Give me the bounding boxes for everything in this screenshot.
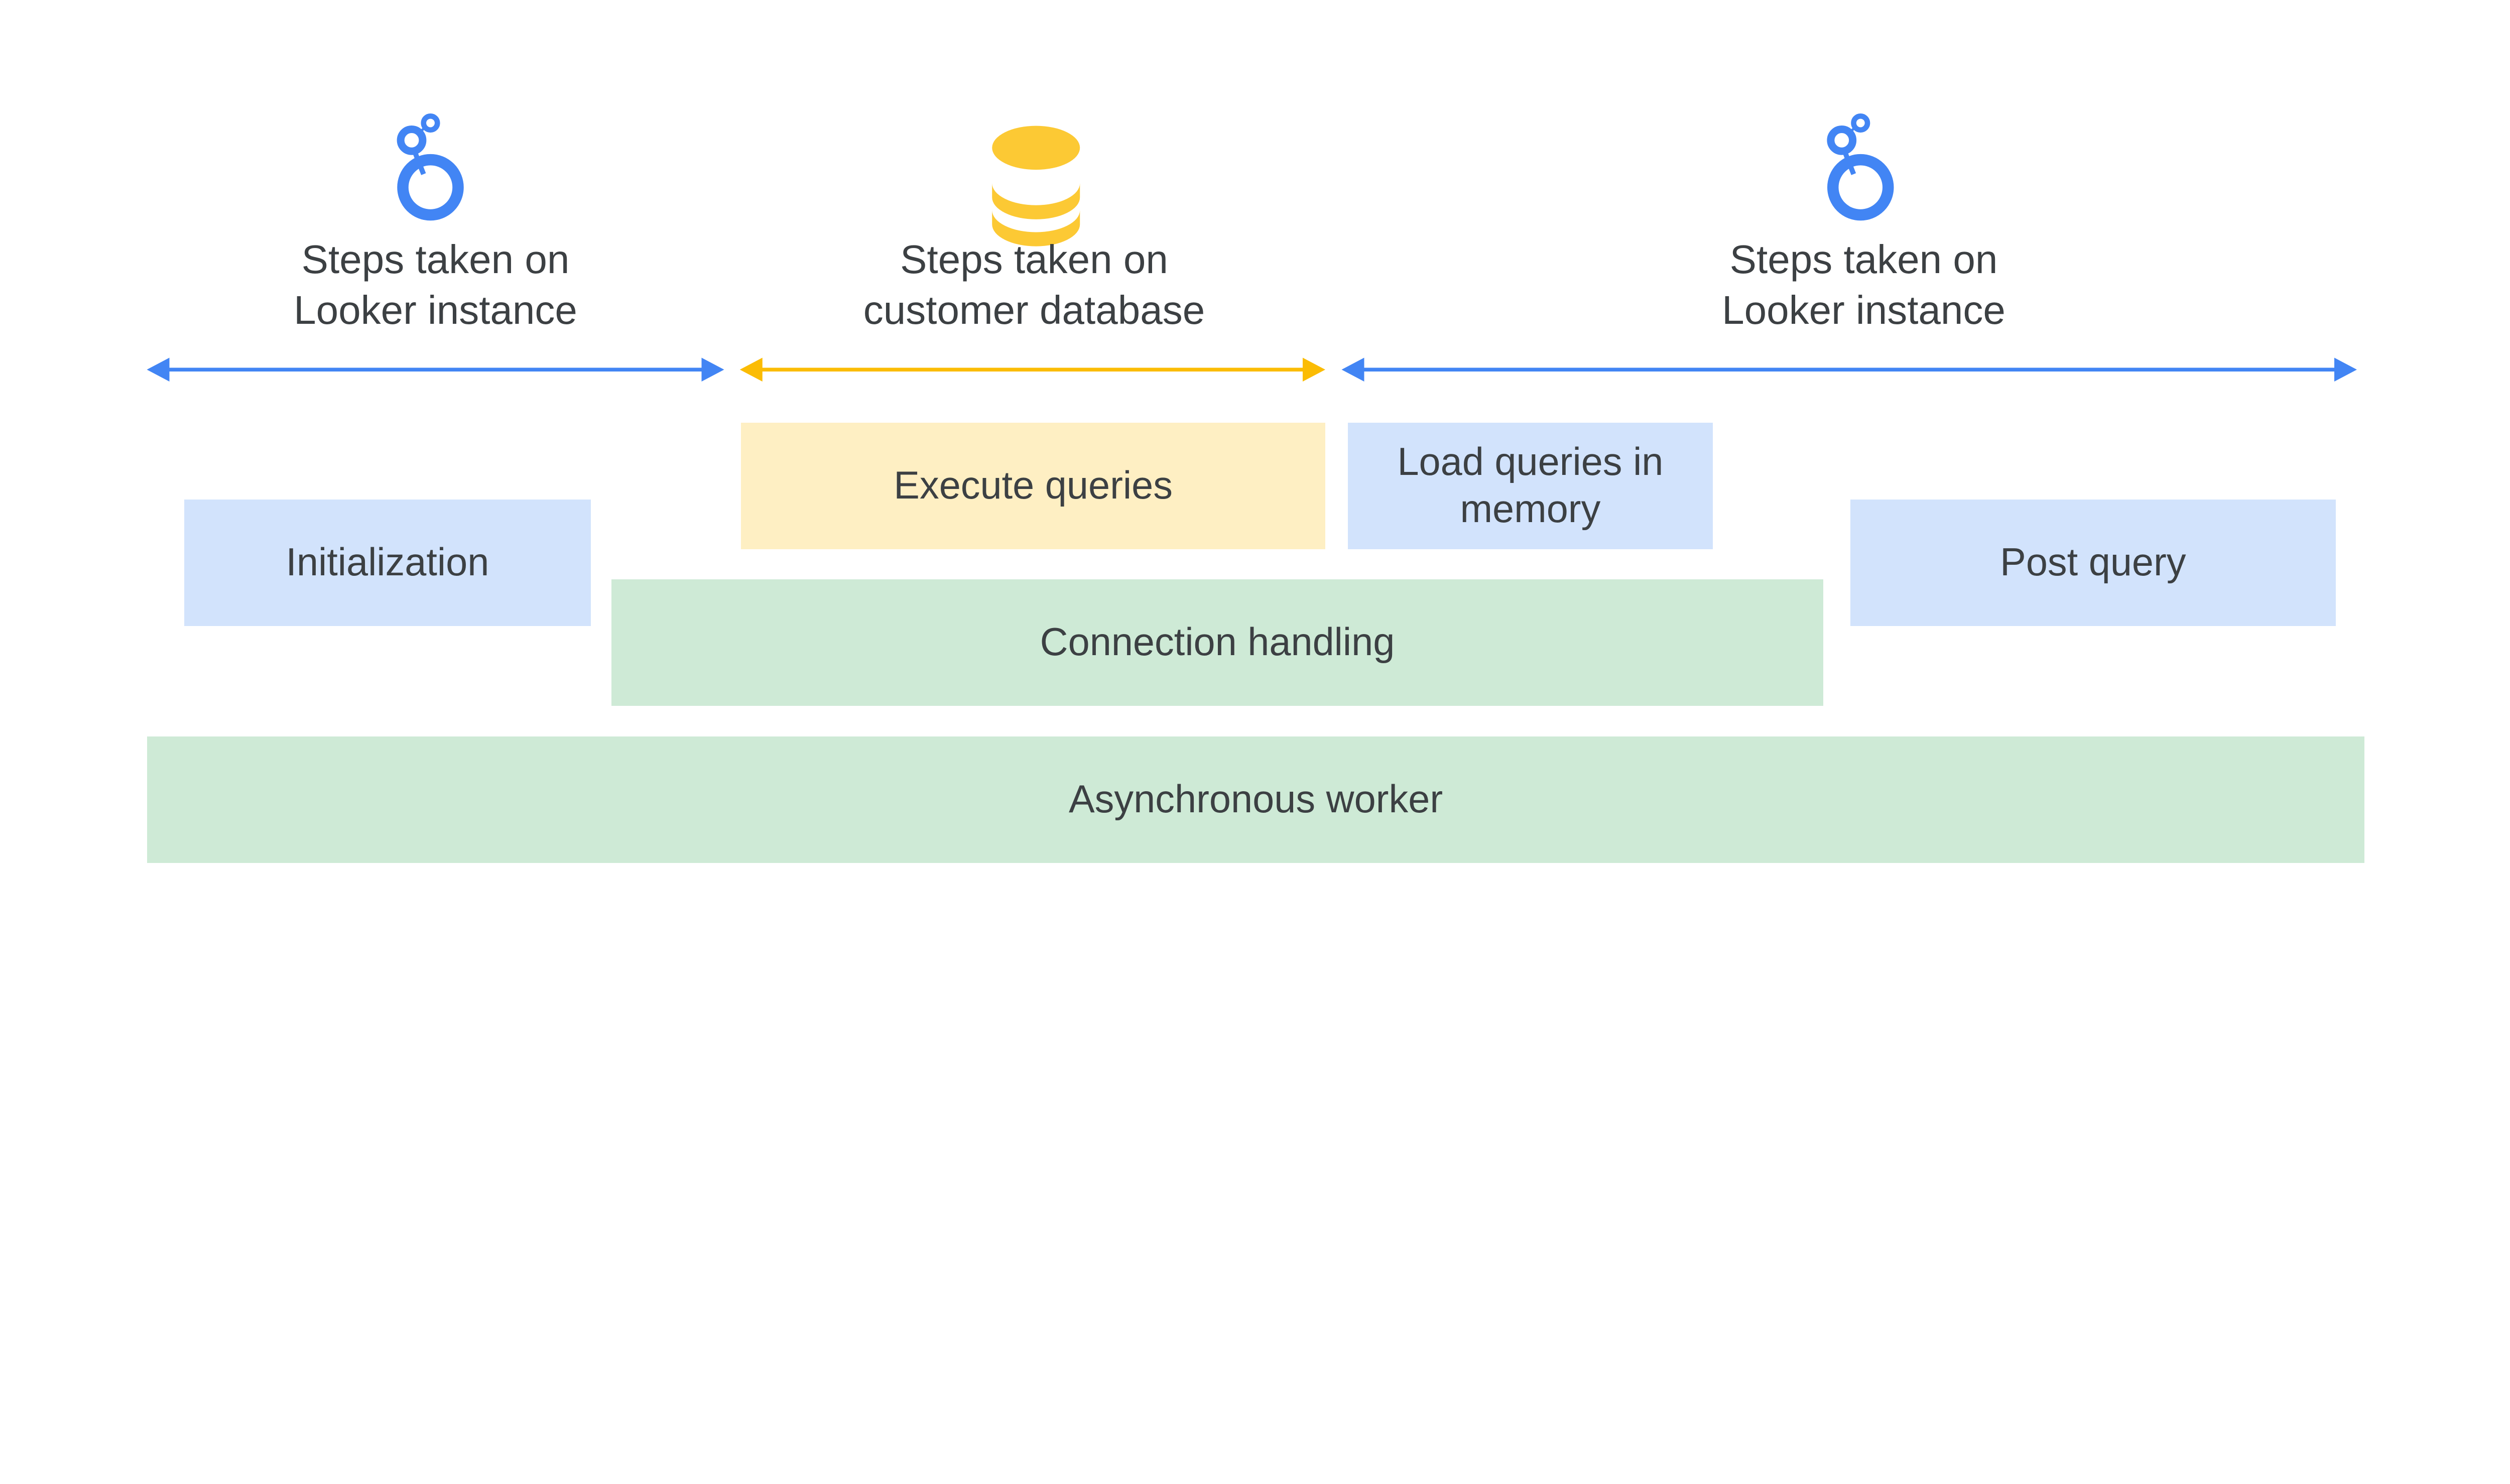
box-label: Connection handling (1040, 621, 1395, 664)
header-line: customer database (863, 287, 1205, 332)
box-label: Load queries in (1397, 440, 1664, 484)
header-looker-left: Steps taken on Looker instance (138, 234, 734, 336)
header-line: Looker instance (294, 287, 577, 332)
initialization-box: Initialization (184, 500, 591, 626)
database-icon (992, 126, 1080, 246)
arrow-customer-database (739, 357, 1325, 382)
header-customer-database: Steps taken on customer database (736, 234, 1332, 336)
load-queries-box: Load queries in memory (1348, 422, 1713, 549)
box-label: Execute queries (894, 463, 1173, 507)
connection-handling-box: Connection handling (611, 579, 1823, 706)
header-looker-right: Steps taken on Looker instance (1566, 234, 2162, 336)
box-label: memory (1460, 487, 1601, 531)
header-line: Steps taken on (900, 236, 1168, 282)
box-label: Post query (2000, 541, 2186, 584)
header-line: Steps taken on (1729, 236, 1998, 282)
header-line: Looker instance (1722, 287, 2005, 332)
box-label: Asynchronous worker (1068, 777, 1443, 821)
box-label: Initialization (286, 541, 489, 584)
post-query-box: Post query (1850, 500, 2336, 626)
arrow-looker-left (147, 357, 724, 382)
looker-logo-icon (1827, 113, 1894, 221)
header-line: Steps taken on (301, 236, 570, 282)
diagram: Steps taken on Looker instance Steps tak… (138, 113, 2364, 863)
arrow-looker-right (1341, 357, 2357, 382)
diagram-graphics (147, 113, 2357, 382)
execute-queries-box: Execute queries (741, 422, 1325, 549)
looker-logo-icon (397, 113, 464, 221)
asynchronous-worker-box: Asynchronous worker (147, 736, 2364, 863)
